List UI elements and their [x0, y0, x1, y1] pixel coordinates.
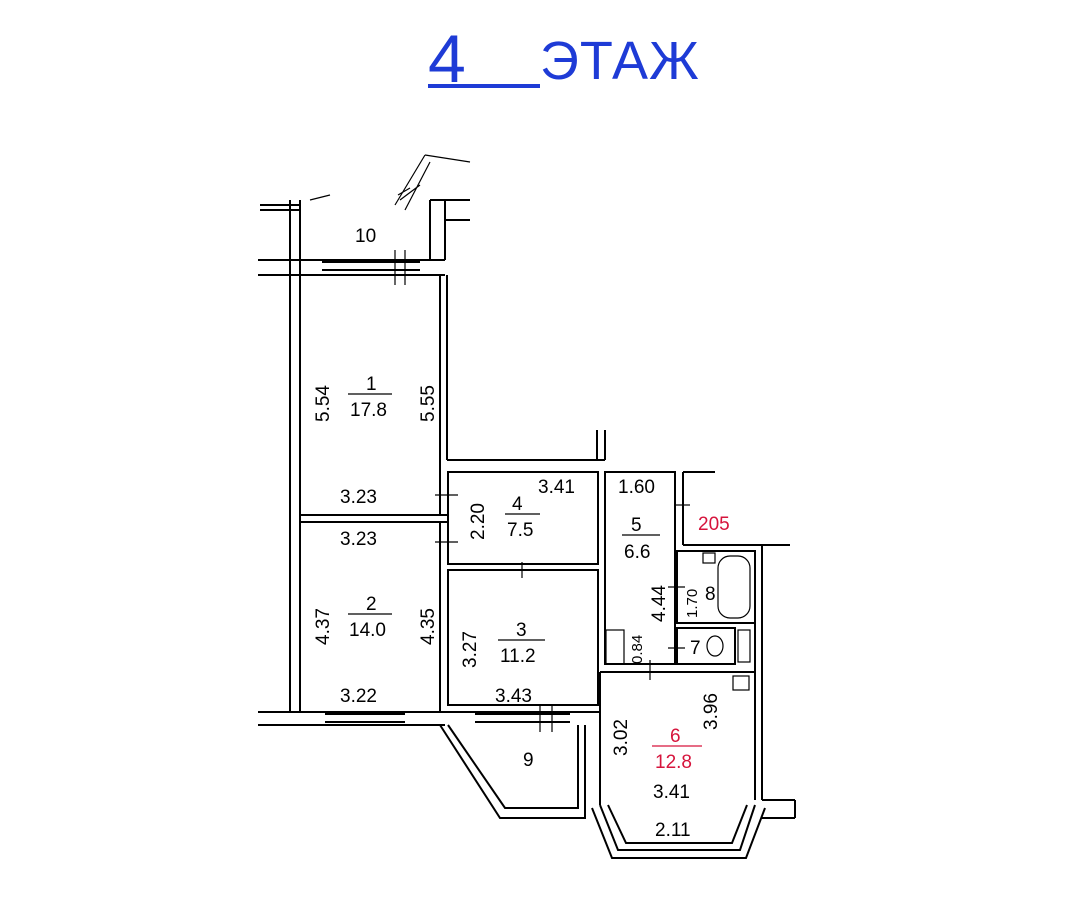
room-5-area: 6.6: [624, 542, 650, 563]
dim-3-41-a: 3.41: [538, 477, 575, 498]
dim-3-02: 3.02: [611, 719, 632, 756]
dim-3-43: 3.43: [495, 686, 532, 707]
dim-3-41-b: 3.41: [653, 782, 690, 803]
dim-4-44: 4.44: [649, 585, 670, 622]
dimension-labels: 5.54 5.55 3.23 3.23 4.37 4.35 3.22 3.41 …: [313, 385, 722, 841]
room-2-area: 14.0: [349, 620, 386, 641]
dim-4-35: 4.35: [418, 608, 439, 645]
dim-0-84: 0.84: [629, 635, 646, 664]
room-3-area: 11.2: [500, 646, 536, 667]
dim-5-54: 5.54: [313, 385, 334, 422]
room-6-number: 6: [670, 726, 681, 747]
dim-5-55: 5.55: [418, 385, 439, 422]
dim-2-20: 2.20: [468, 503, 489, 540]
dim-3-23-a: 3.23: [340, 487, 377, 508]
room-1-area: 17.8: [350, 400, 387, 421]
dim-4-37: 4.37: [313, 608, 334, 645]
room-8-number: 8: [705, 584, 716, 605]
floor-number-underline: [428, 84, 540, 88]
room-9-number: 9: [523, 750, 534, 771]
room-10-number: 10: [355, 226, 376, 247]
room-2-number: 2: [366, 594, 377, 615]
dim-1-70: 1.70: [684, 589, 701, 618]
dim-3-96: 3.96: [701, 693, 722, 730]
room-5-number: 5: [631, 515, 642, 536]
dim-1-60: 1.60: [618, 477, 655, 498]
dim-2-11: 2.11: [655, 820, 691, 841]
room-4-area: 7.5: [507, 520, 533, 541]
room-1-number: 1: [366, 374, 377, 395]
room-6-area: 12.8: [655, 752, 692, 773]
dim-3-27: 3.27: [460, 631, 481, 668]
room-3-number: 3: [516, 620, 527, 641]
room-4-number: 4: [512, 494, 523, 515]
floor-word: ЭТАЖ: [540, 31, 700, 91]
walls: [258, 154, 796, 859]
floor-heading: 4 ЭТАЖ: [0, 0, 1077, 120]
room-7-number: 7: [690, 638, 701, 659]
room-labels: 10 1 17.8 2 14.0 4 7.5 3 11.2 5 6.6 8 7 …: [348, 226, 730, 773]
dim-3-23-b: 3.23: [340, 529, 377, 550]
dim-3-22: 3.22: [340, 686, 377, 707]
apartment-number: 205: [698, 514, 730, 535]
